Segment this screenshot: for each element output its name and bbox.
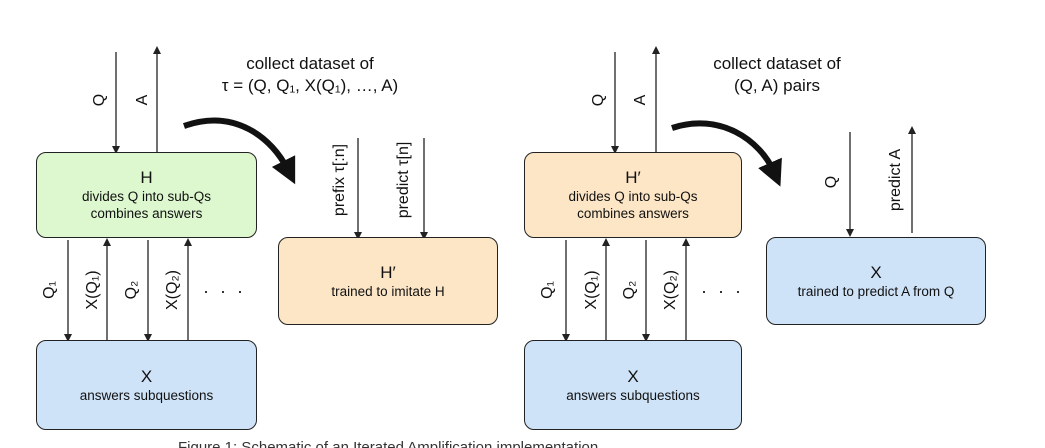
label-q1: Q₁ [41, 281, 58, 299]
box-x: X answers subquestions [36, 340, 257, 430]
label-q2: Q₂ [123, 280, 140, 300]
ellipsis: · · · [203, 281, 246, 301]
box-h-prime-right-line1: divides Q into sub-Qs [568, 189, 698, 204]
figure-caption: Figure 1: Schematic of an Iterated Ampli… [178, 439, 599, 448]
box-h-prime-line1: trained to imitate H [331, 283, 445, 299]
box-x-trained-line1: trained to predict A from Q [797, 283, 955, 299]
label-a: A [134, 94, 151, 106]
label-xq2-right: X(Q₂) [662, 270, 679, 310]
box-h-prime-trained: H′ trained to imitate H [278, 237, 498, 325]
caption-left-line1: collect dataset of [246, 54, 374, 73]
label-a-right: A [632, 94, 649, 106]
box-x-right-title: X [627, 366, 639, 386]
box-x-line1: answers subquestions [79, 387, 214, 403]
curved-arrow-left [183, 117, 296, 185]
label-predict-a: predict A [887, 148, 904, 212]
box-x-trained-title: X [870, 262, 882, 282]
box-x-title: X [140, 366, 153, 386]
box-h-prime-title: H′ [380, 262, 396, 282]
box-h: H divides Q into sub-Qs combines answers [36, 152, 257, 238]
caption-right: collect dataset of (Q, A) pairs [672, 53, 882, 97]
box-h-prime-right-title: H′ [625, 168, 641, 187]
caption-left-line2: τ = (Q, Q₁, X(Q₁), …, A) [221, 76, 399, 95]
label-q: Q [91, 93, 108, 107]
label-q-trained: Q [823, 175, 840, 189]
box-x-right-line1: answers subquestions [566, 387, 700, 403]
label-xq1-right: X(Q₁) [583, 270, 600, 310]
label-predict: predict τ[n] [395, 141, 412, 219]
box-x-trained: X trained to predict A from Q [766, 237, 986, 325]
box-h-line1: divides Q into sub-Qs [81, 189, 212, 204]
label-xq2: X(Q₂) [164, 270, 181, 310]
label-prefix: prefix τ[:n] [331, 143, 348, 217]
box-h-title: H [140, 168, 153, 187]
label-xq1: X(Q₁) [84, 270, 101, 310]
label-q1-right: Q₁ [539, 281, 556, 299]
box-x-right: X answers subquestions [524, 340, 742, 430]
caption-right-line2: (Q, A) pairs [734, 76, 820, 95]
box-h-prime-right-line2: combines answers [577, 206, 689, 221]
box-h-line2: combines answers [90, 206, 203, 221]
curved-arrow-right [671, 120, 782, 187]
box-h-prime: H′ divides Q into sub-Qs combines answer… [524, 152, 742, 238]
label-q-right: Q [590, 93, 607, 107]
ellipsis-right: · · · [701, 281, 744, 301]
caption-left: collect dataset of τ = (Q, Q₁, X(Q₁), …,… [196, 53, 424, 97]
label-q2-right: Q₂ [621, 280, 638, 300]
caption-right-line1: collect dataset of [713, 54, 841, 73]
